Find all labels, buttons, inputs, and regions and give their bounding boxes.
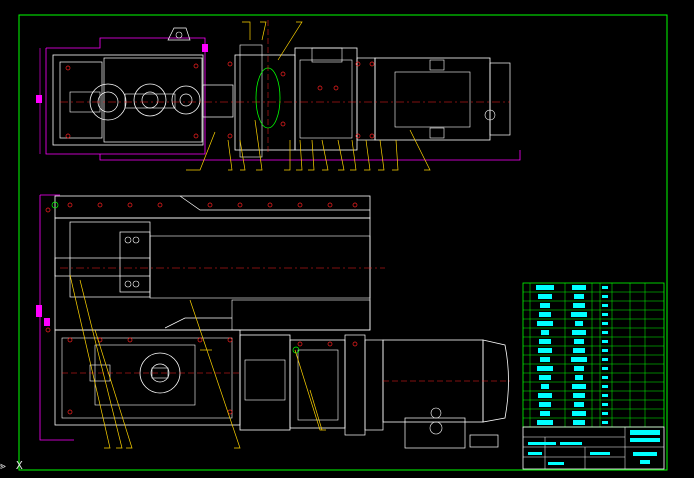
parts-list-name-cell <box>538 393 552 398</box>
parts-list-qty-cell <box>602 313 608 316</box>
parts-list-qty-cell <box>602 349 608 352</box>
parts-list-material-cell <box>572 411 586 416</box>
output-gear <box>171 85 201 115</box>
title-block <box>522 426 665 470</box>
intermediate-gear <box>133 83 167 117</box>
parts-list-material-cell <box>571 357 587 362</box>
parts-list-qty-cell <box>602 286 608 289</box>
parts-list-qty-cell <box>602 376 608 379</box>
front-view <box>36 194 510 449</box>
parts-list-qty-cell <box>602 385 608 388</box>
parts-list-name-cell <box>539 402 551 407</box>
parts-list-qty-cell <box>602 403 608 406</box>
parts-list-qty-cell <box>602 304 608 307</box>
parts-list-material-cell <box>574 366 584 371</box>
parts-list-material-cell <box>575 375 583 380</box>
parts-list-name-cell <box>540 303 550 308</box>
parts-list-material-cell <box>573 303 585 308</box>
parts-list-qty-cell <box>602 394 608 397</box>
parts-list-material-cell <box>573 420 585 425</box>
parts-list-material-cell <box>574 402 584 407</box>
parts-list-name-cell <box>539 339 551 344</box>
parts-list-qty-cell <box>602 295 608 298</box>
parts-list-name-cell <box>539 375 551 380</box>
parts-list-name-cell <box>541 384 549 389</box>
top-view <box>36 20 521 171</box>
parts-list-qty-cell <box>602 340 608 343</box>
parts-list-name-cell <box>537 366 553 371</box>
parts-list-material-cell <box>572 384 586 389</box>
parts-list-qty-cell <box>602 358 608 361</box>
parts-list-material-cell <box>573 348 585 353</box>
parts-list-material-cell <box>574 294 584 299</box>
parts-list-name-cell <box>538 348 552 353</box>
parts-list-material-cell <box>573 393 585 398</box>
parts-list-name-cell <box>540 357 550 362</box>
parts-list-name-cell <box>536 285 554 290</box>
parts-list-qty-cell <box>602 412 608 415</box>
parts-list-name-cell <box>539 312 551 317</box>
drawing-border <box>18 14 668 471</box>
parts-list-name-cell <box>541 330 549 335</box>
parts-list-table <box>522 282 665 428</box>
parts-list-name-cell <box>538 294 552 299</box>
parts-list-name-cell <box>537 321 553 326</box>
parts-list-material-cell <box>574 339 584 344</box>
parts-list-material-cell <box>575 321 583 326</box>
parts-list-name-cell <box>540 411 550 416</box>
ucs-icon: X <box>16 459 23 472</box>
parts-list-qty-cell <box>602 331 608 334</box>
parts-list-qty-cell <box>602 421 608 424</box>
parts-list-qty-cell <box>602 322 608 325</box>
parts-list-material-cell <box>571 312 587 317</box>
parts-list-material-cell <box>572 285 586 290</box>
parts-list-material-cell <box>572 330 586 335</box>
command-prompt-icon[interactable]: ⪢ <box>0 461 6 472</box>
top-view-outline <box>45 37 206 155</box>
parts-list-name-cell <box>537 420 553 425</box>
parts-list-qty-cell <box>602 367 608 370</box>
